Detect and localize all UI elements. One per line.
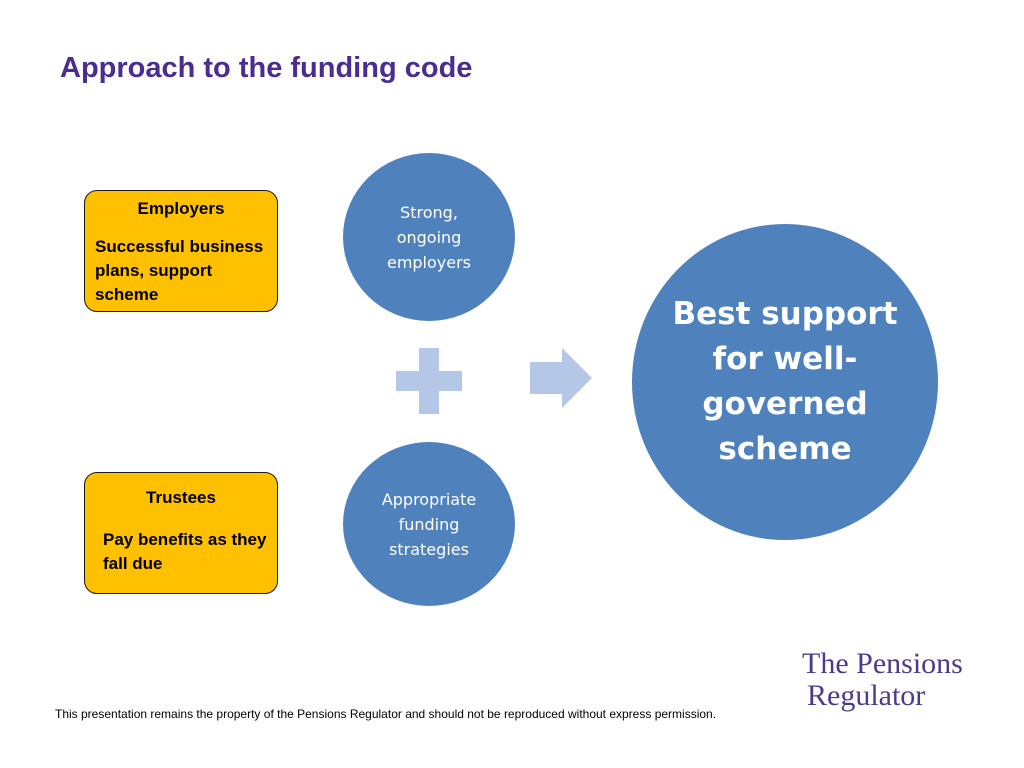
best-support-circle: Best support for well-governed scheme: [630, 222, 940, 542]
strong-employers-label: Strong, ongoing employers: [386, 202, 472, 272]
employers-heading: Employers: [137, 199, 225, 218]
plus-icon: [396, 348, 462, 414]
funding-strategies-label: Appropriate funding strategies: [381, 489, 477, 559]
logo-line-2: Regulator: [807, 679, 926, 712]
employers-text: Successful business plans, support schem…: [95, 237, 264, 304]
employers-box: Employers Successful business plans, sup…: [84, 190, 278, 312]
best-support-label: Best support for well-governed scheme: [672, 296, 898, 467]
trustees-text: Pay benefits as they fall due: [103, 530, 267, 573]
trustees-heading: Trustees: [146, 488, 216, 507]
footer-disclaimer: This presentation remains the property o…: [55, 707, 717, 721]
strong-employers-circle: Strong, ongoing employers: [341, 151, 517, 323]
arrow-right-icon: [530, 348, 592, 408]
trustees-box: Trustees Pay benefits as they fall due: [84, 472, 278, 594]
funding-strategies-circle: Appropriate funding strategies: [341, 440, 517, 608]
logo-line-1: The Pensions: [802, 647, 963, 680]
page-title: Approach to the funding code: [60, 52, 473, 84]
pensions-regulator-logo: The Pensions Regulator: [802, 648, 963, 712]
